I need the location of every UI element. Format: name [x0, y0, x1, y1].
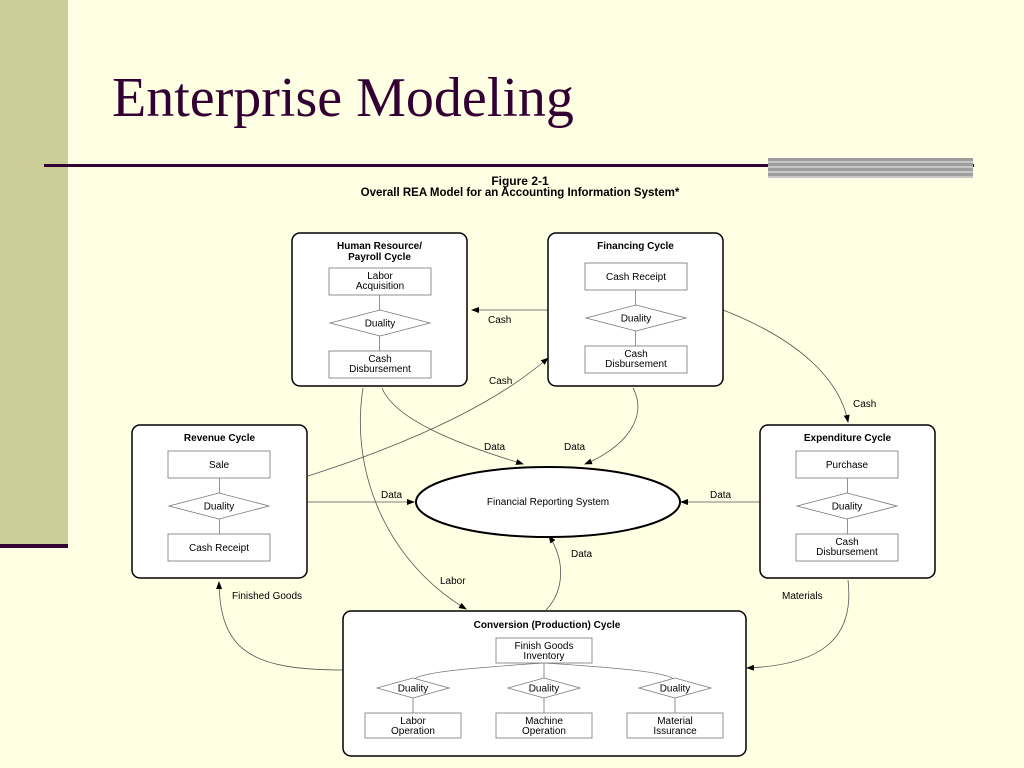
financing-cash-disbursement-line1: Cash: [624, 349, 647, 360]
figure-label: Figure 2-1: [491, 174, 549, 188]
hr-duality-diamond: [328, 309, 432, 337]
frs-label: Financial Reporting System: [487, 497, 609, 508]
expenditure-cash-disbursement-line2: Disbursement: [816, 547, 878, 558]
finished-goods-flow-arrow: [216, 581, 344, 671]
hr-cycle-title-line2: Payroll Cycle: [348, 252, 411, 263]
data-financing-to-frs-arrow: [584, 387, 639, 465]
flow-label-cash-1: Cash: [488, 315, 511, 326]
flow-label-data-conversion: Data: [571, 549, 593, 560]
financing-cycle-title: Financing Cycle: [597, 241, 674, 252]
flow-label-cash-2: Cash: [489, 376, 512, 387]
revenue-sale: Sale: [209, 460, 229, 471]
side-rule: [0, 544, 68, 548]
cash-revenue-to-financing-arrow: [307, 357, 549, 477]
data-hr-to-frs-arrow: [381, 387, 524, 465]
conversion-cycle-box: Conversion (Production) Cycle Finish Goo…: [342, 610, 747, 757]
revenue-cash-receipt: Cash Receipt: [189, 543, 249, 554]
material-issurance-line2: Issurance: [653, 726, 697, 737]
labor-operation-line2: Operation: [391, 726, 435, 737]
expenditure-cycle-title: Expenditure Cycle: [804, 433, 892, 444]
expenditure-purchase: Purchase: [826, 460, 869, 471]
labor-flow-arrow: [360, 387, 467, 610]
conversion-cycle-title: Conversion (Production) Cycle: [474, 620, 621, 631]
flow-label-cash-3: Cash: [853, 399, 876, 410]
hr-cycle-title-line1: Human Resource/: [337, 241, 422, 252]
flow-label-finished-goods: Finished Goods: [232, 591, 302, 602]
conversion-duality-right-diamond: [637, 677, 713, 699]
conversion-duality-mid-diamond: [506, 677, 582, 699]
flow-labels: Cash Cash Cash Data Data Data Data Data …: [232, 315, 876, 602]
cash-financing-to-expenditure-arrow: [722, 309, 850, 423]
conversion-duality-mid-label: Duality: [529, 684, 560, 695]
revenue-cycle-box: Revenue Cycle Sale Duality Cash Receipt: [131, 424, 308, 579]
expenditure-cash-disbursement-line1: Cash: [835, 537, 858, 548]
financial-reporting-system: Financial Reporting System: [415, 466, 681, 538]
flow-label-data-hr: Data: [484, 442, 506, 453]
revenue-duality-label: Duality: [204, 502, 235, 513]
expenditure-cycle-box: Expenditure Cycle Purchase Duality Cash …: [759, 424, 936, 579]
financing-duality-label: Duality: [621, 314, 652, 325]
title-rule: [44, 164, 974, 167]
material-issurance-line1: Material: [657, 716, 693, 727]
expenditure-duality-diamond: [795, 492, 899, 520]
flow-lines: [216, 307, 850, 671]
flow-label-data-financing: Data: [564, 442, 586, 453]
hr-duality-label: Duality: [365, 319, 396, 330]
conversion-duality-left-diamond: [375, 677, 451, 699]
slide-title: Enterprise Modeling: [112, 67, 574, 129]
figure-caption: Overall REA Model for an Accounting Info…: [360, 187, 680, 199]
expenditure-duality-label: Duality: [832, 502, 863, 513]
financing-cash-receipt: Cash Receipt: [606, 272, 666, 283]
side-band: [0, 0, 68, 546]
flow-label-labor: Labor: [440, 576, 466, 587]
decorative-gray-bar: [768, 158, 973, 178]
financing-cash-disbursement-line2: Disbursement: [605, 359, 667, 370]
data-conversion-to-frs-arrow: [545, 535, 562, 611]
financing-cycle-box: Financing Cycle Cash Receipt Duality Cas…: [547, 232, 724, 387]
revenue-duality-diamond: [167, 492, 271, 520]
labor-operation-line1: Labor: [400, 716, 426, 727]
flow-label-materials: Materials: [782, 591, 823, 602]
materials-flow-arrow: [746, 579, 850, 671]
finish-goods-inventory-line2: Inventory: [523, 651, 564, 662]
conversion-duality-left-label: Duality: [398, 684, 429, 695]
machine-operation-line1: Machine: [525, 716, 563, 727]
labor-acquisition-line1: Labor: [367, 271, 393, 282]
finish-goods-inventory-line1: Finish Goods: [515, 641, 574, 652]
flow-label-data-expenditure: Data: [710, 490, 732, 501]
revenue-cycle-title: Revenue Cycle: [184, 433, 256, 444]
financing-duality-diamond: [584, 304, 688, 332]
flow-label-data-revenue: Data: [381, 490, 403, 501]
machine-operation-line2: Operation: [522, 726, 566, 737]
conversion-duality-right-label: Duality: [660, 684, 691, 695]
labor-acquisition-line2: Acquisition: [356, 281, 404, 292]
hr-payroll-cycle-box: Human Resource/ Payroll Cycle Labor Acqu…: [291, 232, 468, 387]
hr-cash-disbursement-line1: Cash: [368, 354, 391, 365]
hr-cash-disbursement-line2: Disbursement: [349, 364, 411, 375]
